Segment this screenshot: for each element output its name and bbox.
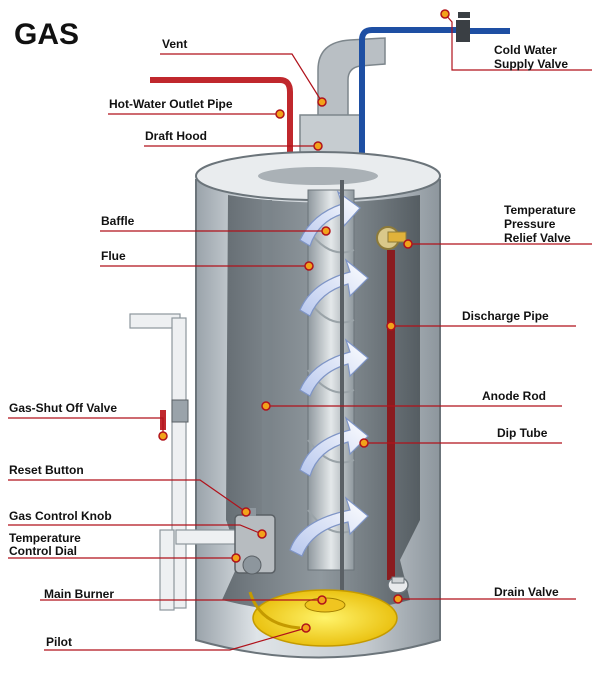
hot-water-outlet-pipe xyxy=(150,77,293,160)
callout-draft-hood: Draft Hood xyxy=(144,129,323,151)
label-gas-control-knob: Gas Control Knob xyxy=(9,509,112,523)
callout-dip-tube: Dip Tube xyxy=(359,426,562,448)
callout-temperature-control-dial: Temperature Control Dial xyxy=(8,531,241,563)
label-cold-water-supply-valve: Cold Water Supply Valve xyxy=(494,43,568,71)
label-flue: Flue xyxy=(101,249,126,263)
callout-gas-shut-off-valve: Gas-Shut Off Valve xyxy=(8,401,168,441)
drain-valve-icon xyxy=(387,576,409,594)
callout-main-burner: Main Burner xyxy=(40,587,327,605)
label-vent: Vent xyxy=(162,37,187,51)
callout-temperature-pressure-relief-valve: Temperature Pressure Relief Valve xyxy=(403,203,592,249)
discharge-pipe xyxy=(387,250,395,580)
callout-flue: Flue xyxy=(100,249,314,271)
gas-supply-pipe xyxy=(129,313,247,611)
diagram-title: GAS xyxy=(14,18,79,51)
callout-discharge-pipe: Discharge Pipe xyxy=(386,309,576,331)
label-drain-valve: Drain Valve xyxy=(494,585,559,599)
callout-cold-water-supply-valve: Cold Water Supply Valve xyxy=(440,9,592,71)
relief-valve-icon xyxy=(376,226,407,250)
label-dip-tube: Dip Tube xyxy=(497,426,548,440)
cold-water-supply-valve-icon xyxy=(456,12,510,42)
label-temperature-control-dial: Temperature Control Dial xyxy=(9,531,84,558)
main-burner xyxy=(248,589,398,647)
label-discharge-pipe: Discharge Pipe xyxy=(462,309,549,323)
callout-reset-button: Reset Button xyxy=(8,463,251,517)
callout-drain-valve: Drain Valve xyxy=(393,585,576,604)
label-anode-rod: Anode Rod xyxy=(482,389,546,403)
gas-control-unit xyxy=(234,508,276,575)
callout-pilot: Pilot xyxy=(44,623,311,651)
label-temperature-pressure-relief-valve: Temperature Pressure Relief Valve xyxy=(504,203,579,245)
label-pilot: Pilot xyxy=(46,635,72,649)
callout-gas-control-knob: Gas Control Knob xyxy=(8,509,267,539)
callout-baffle: Baffle xyxy=(100,214,331,236)
label-reset-button: Reset Button xyxy=(9,463,84,477)
label-hot-water-outlet-pipe: Hot-Water Outlet Pipe xyxy=(109,97,233,111)
label-draft-hood: Draft Hood xyxy=(145,129,207,143)
vent-duct xyxy=(299,37,386,156)
callout-hot-water-outlet-pipe: Hot-Water Outlet Pipe xyxy=(108,97,285,119)
label-main-burner: Main Burner xyxy=(44,587,114,601)
label-gas-shut-off-valve: Gas-Shut Off Valve xyxy=(9,401,117,415)
anode-rod xyxy=(340,180,344,600)
heat-flow-arrows xyxy=(289,190,369,557)
callout-anode-rod: Anode Rod xyxy=(261,389,562,411)
label-baffle: Baffle xyxy=(101,214,135,228)
callout-vent: Vent xyxy=(160,37,327,107)
